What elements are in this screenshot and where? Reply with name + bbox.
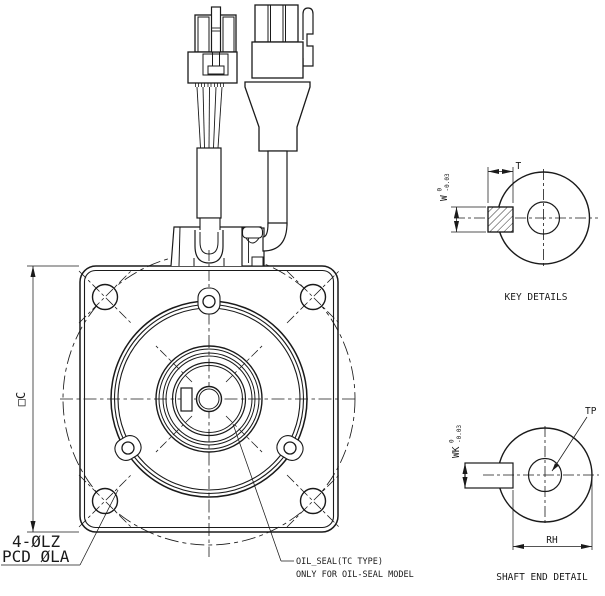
cable-sleeve xyxy=(196,147,222,219)
power-cable xyxy=(241,150,288,267)
wire-ticks xyxy=(195,83,224,87)
key-detail-centerlines xyxy=(454,169,598,267)
mounting-holes xyxy=(78,270,340,528)
oil-seal-leader xyxy=(232,423,294,562)
encoder-connector xyxy=(187,6,238,87)
shaft-detail-centerlines xyxy=(483,426,599,526)
keyway xyxy=(180,387,193,412)
dim-key-height xyxy=(487,167,514,203)
flange-size-label: □C xyxy=(14,392,28,406)
cable-elbow xyxy=(262,222,288,252)
key-width-tol-lower: -0.03 xyxy=(444,173,451,191)
holes-pcd-label: PCD ØLA xyxy=(2,547,70,566)
shaft xyxy=(195,385,223,413)
dim-shaft-length xyxy=(512,478,593,550)
shaft-key-width-tol-upper: 0 xyxy=(449,439,456,443)
key-width-label: W xyxy=(439,195,450,201)
wires xyxy=(196,86,223,149)
key-width-label-group: W 0 -0.03 xyxy=(437,173,452,201)
tap-label: TP xyxy=(585,406,597,417)
power-connector-boot xyxy=(244,81,311,152)
oil-seal-note-line2: ONLY FOR OIL-SEAL MODEL xyxy=(296,570,414,580)
power-connector-body xyxy=(251,41,304,79)
oil-seal-ring xyxy=(171,361,247,437)
shaft-detail-title: SHAFT END DETAIL xyxy=(496,572,588,583)
power-connector-latch xyxy=(302,7,314,67)
holes-count-label: 4-ØLZ xyxy=(12,532,61,551)
tap-leader xyxy=(551,416,588,472)
shaft-key xyxy=(464,462,514,489)
key-width-tol-upper: 0 xyxy=(437,188,444,192)
mounting-hole-crosses xyxy=(78,270,340,528)
shaft-boss xyxy=(155,345,263,453)
shaft-key-width-label-group: WK 0 -0.03 xyxy=(449,425,464,458)
flange-size-label-group: □C xyxy=(14,392,28,406)
key-detail-view xyxy=(451,167,598,267)
oil-seal-note-line1: OIL_SEAL(TC TYPE) xyxy=(296,557,383,567)
power-connector xyxy=(244,4,314,152)
key-cross-section xyxy=(487,206,514,233)
shaft-length-label: RH xyxy=(546,535,558,546)
key-height-label: T xyxy=(516,161,522,172)
key-detail-title: KEY DETAILS xyxy=(505,292,568,303)
dim-flange-size xyxy=(27,265,79,533)
dim-key-width xyxy=(451,206,486,233)
encoder-cable xyxy=(193,86,225,288)
connector-latch xyxy=(210,6,222,53)
shaft-end-detail-view xyxy=(462,416,599,550)
face-screws xyxy=(114,287,304,461)
shaft-key-width-label: WK xyxy=(451,446,462,458)
cable-gland xyxy=(194,230,224,264)
shaft-key-width-tol-lower: -0.03 xyxy=(456,425,463,443)
mounting-holes-leader xyxy=(1,489,119,566)
motor-front-view xyxy=(1,4,357,566)
